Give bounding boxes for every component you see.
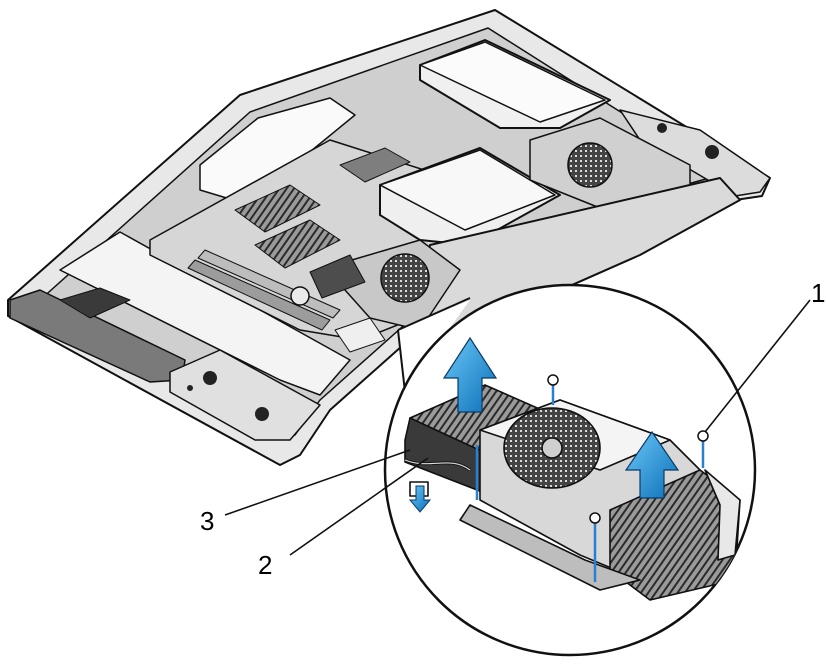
fan-hub: [541, 437, 563, 459]
up-arrow-icon: [624, 430, 680, 499]
screw-icon: [589, 512, 601, 524]
coin-battery: [290, 286, 310, 306]
cpu-socket: [334, 317, 386, 353]
callout-label-3: 3: [200, 506, 214, 536]
heat-pipe: [309, 254, 366, 299]
screw-icon: [547, 374, 559, 386]
optical-drive-top: [419, 41, 606, 123]
chipset-heatsink: [254, 219, 341, 269]
callout-label-1: 1: [811, 278, 825, 308]
screw-icon: [697, 430, 709, 442]
board-component: [339, 147, 411, 183]
callout-label-2: 2: [258, 550, 272, 580]
callout-line-1: [704, 299, 811, 433]
speaker-hole: [187, 385, 193, 391]
zoom-detail: [383, 283, 757, 657]
screws: [475, 374, 709, 582]
fan-cable: [404, 459, 471, 471]
fan-icon: [567, 142, 613, 188]
hard-drive-top: [379, 149, 556, 231]
callout-line-2: [289, 457, 429, 556]
callout-lines: [224, 299, 811, 556]
speaker-hole: [705, 145, 719, 159]
shield-panel: [199, 97, 356, 206]
chipset-heatsink: [234, 184, 321, 233]
power-supply-shelf: [59, 231, 351, 396]
chassis: [7, 9, 771, 466]
down-arrow-icon: [408, 485, 432, 513]
fan-icon: [380, 253, 430, 303]
memory-slot: [187, 259, 331, 331]
speaker-hole: [255, 407, 269, 421]
speaker-hole: [203, 371, 217, 385]
heat-sink-strap: [704, 469, 741, 561]
io-block: [59, 287, 131, 319]
speaker-hole: [657, 123, 667, 133]
callout-line-3: [224, 449, 411, 516]
up-arrow-icon: [442, 336, 498, 413]
